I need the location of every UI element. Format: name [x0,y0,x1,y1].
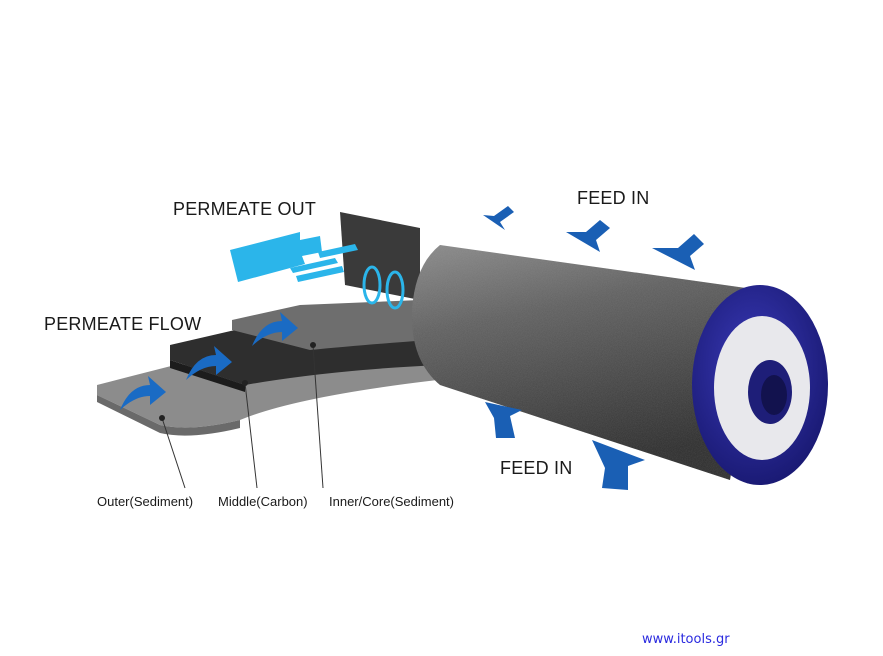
feed-in-arrows-bottom [485,402,645,490]
watermark-link[interactable]: www.itools.gr [642,632,730,647]
permeate-flow-label: PERMEATE FLOW [44,314,202,334]
permeate-out-arrow [230,232,358,282]
leader-lines [161,344,324,489]
outer-layer-label: Outer(Sediment) [97,494,194,509]
middle-layer-label: Middle(Carbon) [218,494,308,509]
permeate-flow-arrows [120,312,298,410]
outer-layer [97,360,455,428]
inner-layer [232,300,430,350]
feed-in-bottom-label: FEED IN [500,458,573,478]
feed-in-top-label: FEED IN [577,188,650,208]
feed-in-arrows-top [483,206,704,270]
permeate-out-label: PERMEATE OUT [173,199,317,219]
inner-layer-label: Inner/Core(Sediment) [329,494,454,509]
swirl-icon [362,265,405,310]
